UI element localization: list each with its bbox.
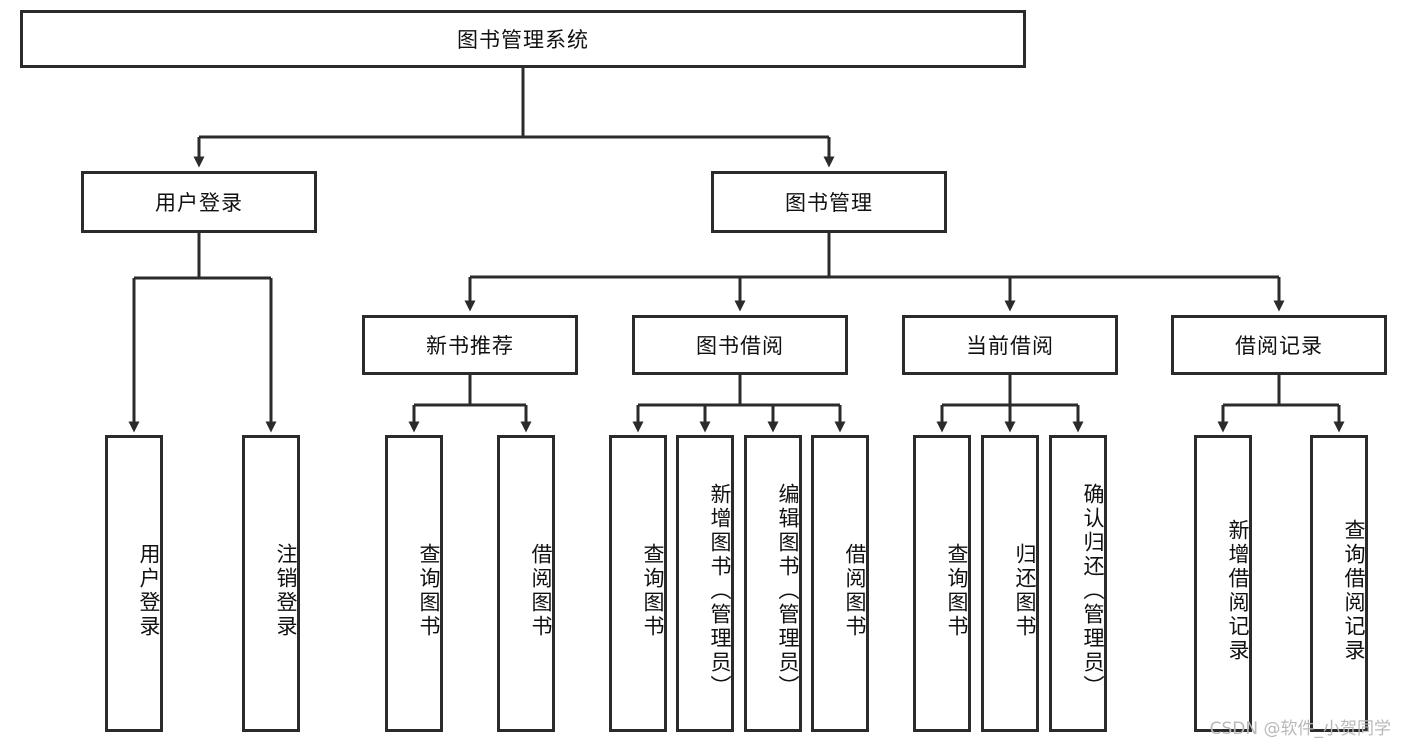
node-label: 借阅记录: [1235, 334, 1323, 358]
node-label: 借阅图书: [843, 542, 867, 639]
leaf-new-book-query-book[interactable]: 查询图书: [385, 435, 443, 732]
node-borrow-record[interactable]: 借阅记录: [1171, 315, 1387, 375]
node-label: 图书管理系统: [457, 28, 589, 52]
node-label: 借阅图书: [529, 542, 553, 639]
node-label: 查询图书: [641, 542, 665, 639]
node-label: 归还图书: [1013, 542, 1037, 639]
leaf-current-borrow-return-book[interactable]: 归还图书: [981, 435, 1039, 732]
leaf-book-borrow-edit-book-admin[interactable]: 编辑图书（管理员）: [744, 435, 802, 732]
node-new-book-recommend[interactable]: 新书推荐: [362, 315, 578, 375]
node-label: 注销登录: [274, 542, 298, 639]
node-user-login[interactable]: 用户登录: [81, 171, 317, 233]
node-label: 当前借阅: [966, 334, 1054, 358]
node-label: 新书推荐: [426, 334, 514, 358]
leaf-new-book-borrow-book[interactable]: 借阅图书: [497, 435, 555, 732]
node-current-borrow[interactable]: 当前借阅: [902, 315, 1118, 375]
node-label: 查询图书: [417, 542, 441, 639]
node-label: 确认归还（管理员）: [1081, 482, 1105, 699]
leaf-borrow-record-query-record[interactable]: 查询借阅记录: [1310, 435, 1368, 732]
leaf-book-borrow-add-book-admin[interactable]: 新增图书（管理员）: [676, 435, 734, 732]
node-label: 用户登录: [155, 191, 243, 215]
leaf-current-borrow-confirm-return-admin[interactable]: 确认归还（管理员）: [1049, 435, 1107, 732]
leaf-borrow-record-add-record[interactable]: 新增借阅记录: [1194, 435, 1252, 732]
node-label: 新增图书（管理员）: [708, 482, 732, 699]
node-root-book-management-system[interactable]: 图书管理系统: [20, 10, 1026, 68]
node-label: 查询借阅记录: [1342, 518, 1366, 663]
leaf-book-borrow-query-book[interactable]: 查询图书: [609, 435, 667, 732]
leaf-current-borrow-query-book[interactable]: 查询图书: [913, 435, 971, 732]
leaf-user-login-logout[interactable]: 注销登录: [242, 435, 300, 732]
node-label: 新增借阅记录: [1226, 518, 1250, 663]
leaf-book-borrow-borrow-book[interactable]: 借阅图书: [811, 435, 869, 732]
node-book-borrow[interactable]: 图书借阅: [632, 315, 848, 375]
node-label: 图书管理: [785, 191, 873, 215]
node-label: 查询图书: [945, 542, 969, 639]
watermark: CSDN @软件_小贺同学: [1209, 719, 1391, 739]
node-label: 用户登录: [137, 542, 161, 639]
node-label: 编辑图书（管理员）: [776, 482, 800, 699]
leaf-user-login-login[interactable]: 用户登录: [105, 435, 163, 732]
node-book-management[interactable]: 图书管理: [711, 171, 947, 233]
node-label: 图书借阅: [696, 334, 784, 358]
